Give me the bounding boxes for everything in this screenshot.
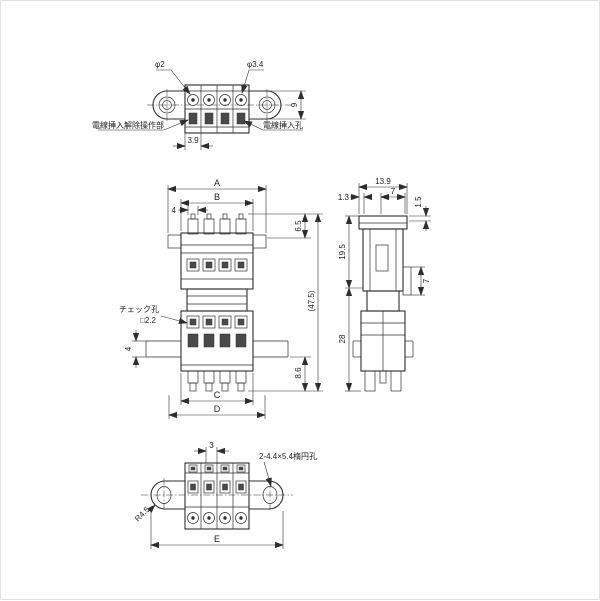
- wire-hole: [187, 94, 199, 106]
- wire-release-label: 電線挿入解除操作部: [92, 120, 164, 130]
- dim-E-label: E: [214, 534, 220, 544]
- dim-phi34: φ3.4: [241, 60, 264, 94]
- dim-r4-5-label: R4.5: [133, 505, 152, 524]
- dim-4-top-label: 4: [172, 206, 177, 215]
- mounting-ear-left: [150, 480, 185, 510]
- dim-1-3: 1.3: [338, 193, 373, 214]
- label-oval-holes: 2-4.4×5.4楕円孔: [259, 451, 317, 487]
- dim-A: A: [167, 178, 267, 233]
- wire-hole: [219, 94, 231, 106]
- dim-28-label: 28: [338, 334, 347, 343]
- dim-3-label: 3: [209, 441, 214, 450]
- side-latch-hook: [402, 266, 412, 296]
- oval-holes-label: 2-4.4×5.4楕円孔: [259, 451, 317, 461]
- side-wing-right: [252, 234, 267, 249]
- check-hole-label: チェック孔: [119, 305, 159, 314]
- mounting-ear-right: [249, 480, 284, 510]
- side-top-cap: [358, 215, 408, 230]
- dim-1-5-label: 1.5: [414, 196, 423, 208]
- dim-phi2: φ2: [155, 60, 191, 95]
- dim-1-5: 1.5: [409, 196, 431, 231]
- check-hole: [187, 333, 199, 348]
- dim-9-label: 9: [290, 102, 299, 107]
- dim-D: D: [168, 395, 266, 419]
- dim-7-right-label: 7: [422, 278, 431, 283]
- dim-C-label: C: [214, 390, 221, 400]
- side-upper-body: [362, 228, 404, 292]
- release-operator: [187, 218, 199, 235]
- mounting-ear-right: [249, 90, 282, 120]
- dim-8-6: 8.6: [290, 356, 311, 392]
- label-wire-release: 電線挿入解除操作部: [92, 119, 189, 131]
- dim-47-5-label: (47.5): [307, 290, 316, 311]
- dim-1-3-label: 1.3: [338, 193, 350, 202]
- dim-7-right: 7: [411, 266, 431, 296]
- top-view-part: [147, 84, 291, 134]
- dim-7-top-label: 7: [391, 187, 396, 196]
- wire-hole: [203, 94, 215, 106]
- release-slot: [188, 112, 198, 125]
- front-view: A B 4 6.5 (47.5) 8.6: [119, 178, 323, 419]
- dim-B-label: B: [214, 192, 220, 202]
- bottom-view-part: [141, 462, 293, 530]
- check-hole-size-label: □2.2: [140, 316, 157, 325]
- side-wing-left: [167, 234, 182, 249]
- dim-phi2-label: φ2: [155, 60, 165, 69]
- dim-7-top: 7: [380, 187, 406, 214]
- dim-D-label: D: [214, 404, 221, 414]
- release-operator: [235, 218, 247, 235]
- dim-3-9-label: 3.9: [187, 136, 199, 145]
- oval-hole-left: [156, 486, 172, 504]
- dim-13-9-label: 13.9: [375, 177, 391, 186]
- dim-C: C: [180, 373, 254, 405]
- wire-insert-label: 電線挿入孔: [263, 120, 303, 130]
- dim-B: B: [180, 192, 254, 231]
- dim-A-label: A: [214, 178, 220, 188]
- dim-9: 9: [270, 90, 306, 120]
- dim-3: 3: [194, 441, 229, 463]
- dim-3-9: 3.9: [173, 133, 213, 150]
- front-view-part: [145, 213, 289, 392]
- wire-hole: [235, 94, 247, 106]
- release-slot: [220, 112, 230, 125]
- dim-phi34-label: φ3.4: [247, 60, 264, 69]
- dim-4-top: 4: [172, 206, 208, 215]
- release-slot: [204, 112, 214, 125]
- check-hole: [219, 333, 231, 348]
- dim-4-left-label: 4: [124, 346, 133, 351]
- ear-hole-left: [162, 100, 172, 110]
- side-view: 13.9 1.3 7 1.5 19.5 28: [338, 177, 431, 392]
- dim-6-5: 6.5: [248, 213, 323, 239]
- dim-8-6-label: 8.6: [294, 367, 303, 379]
- dim-19-5-label: 19.5: [338, 244, 347, 260]
- ear-hole-right: [262, 100, 272, 110]
- top-view: φ2 φ3.4 電線挿入解除操作部 電線挿入孔 9 3.9: [92, 60, 306, 150]
- release-operator: [203, 218, 215, 235]
- release-operator: [219, 218, 231, 235]
- check-hole: [235, 333, 247, 348]
- dim-6-5-label: 6.5: [294, 220, 303, 232]
- label-wire-insert: 電線挿入孔: [243, 120, 303, 131]
- label-check-hole: チェック孔 □2.2: [119, 305, 188, 325]
- side-mating-section: [366, 290, 400, 312]
- dim-13-9: 13.9: [358, 177, 408, 214]
- mating-section: [186, 288, 248, 312]
- dim-r4-5: R4.5: [133, 504, 156, 524]
- dim-47-5: (47.5): [248, 213, 323, 392]
- mounting-ear-left: [152, 90, 185, 120]
- dim-4-left: 4: [124, 330, 146, 368]
- bottom-view: 3 2-4.4×5.4楕円孔 R4.5 E: [133, 441, 317, 549]
- side-view-part: [352, 215, 414, 392]
- dim-28: 28: [338, 287, 361, 392]
- dim-E: E: [150, 511, 284, 549]
- upper-housing: [180, 232, 254, 290]
- release-slot: [236, 112, 246, 125]
- check-hole: [203, 333, 215, 348]
